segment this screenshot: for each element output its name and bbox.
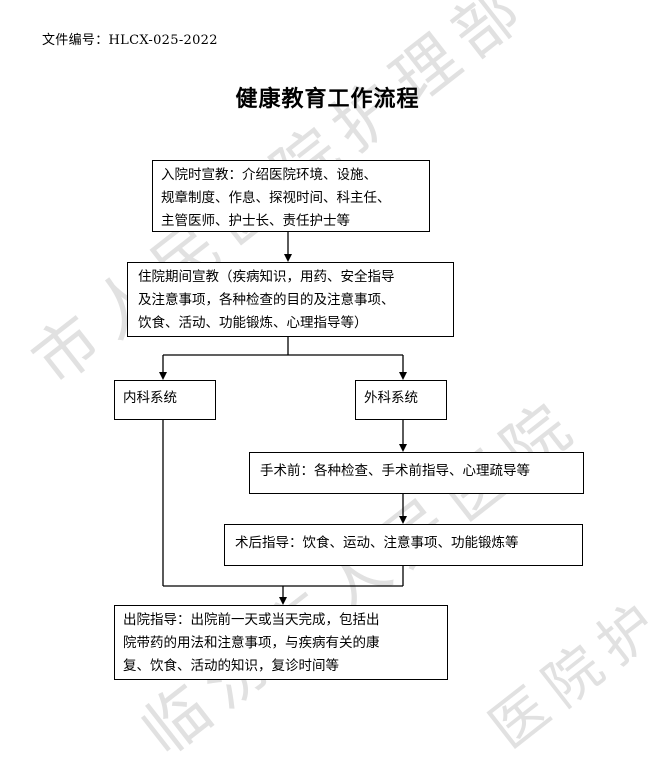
hospital-stay-education-box: 住院期间宣教（疾病知识，用药、安全指导 及注意事项，各种检查的目的及注意事项、 …	[127, 262, 454, 337]
preoperative-box: 手术前：各种检查、手术前指导、心理疏导等	[249, 452, 584, 494]
surgical-box: 外科系统	[355, 380, 447, 420]
discharge-guidance-box: 出院指导：出院前一天或当天完成，包括出 院带药的用法和注意事项，与疾病有关的康 …	[114, 605, 448, 680]
postoperative-box: 术后指导：饮食、运动、注意事项、功能锻炼等	[224, 524, 583, 566]
file-number: 文件编号：HLCX-025-2022	[42, 33, 218, 48]
internal-medicine-box: 内科系统	[114, 380, 216, 420]
admission-education-box: 入院时宣教：介绍医院环境、设施、 规章制度、作息、探视时间、科主任、 主管医师、…	[152, 160, 430, 232]
flow-connectors	[159, 232, 407, 605]
page-title: 健康教育工作流程	[235, 87, 420, 112]
